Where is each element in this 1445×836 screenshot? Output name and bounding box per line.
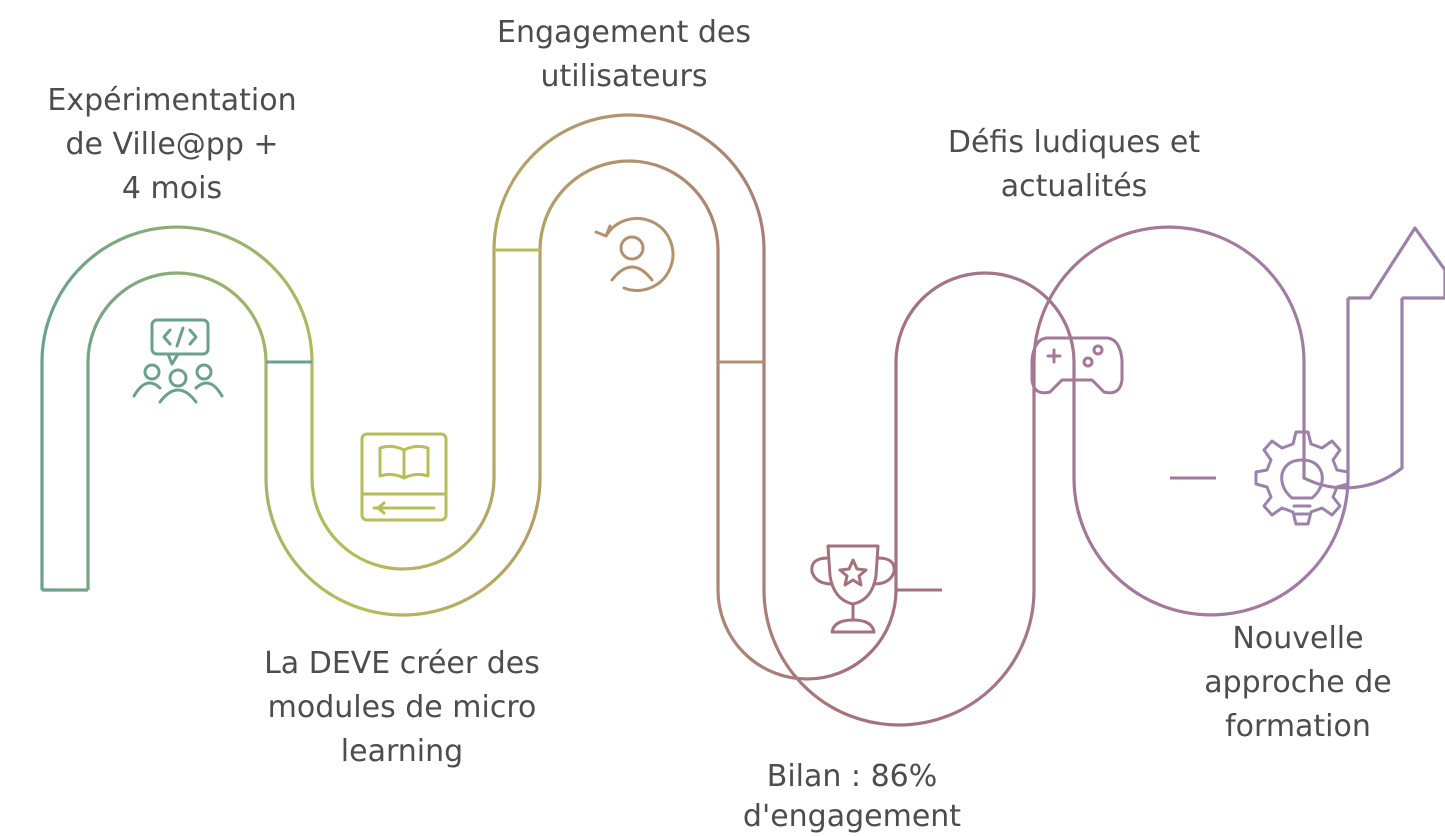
step-label-4-line-2: d'engagement (743, 799, 961, 834)
step-label-2-line-3: learning (341, 734, 463, 769)
user-refresh-icon (594, 216, 675, 292)
road-outer-edge (40, 113, 1404, 727)
road (40, 113, 1445, 727)
lightbulb-gear-icon (1254, 430, 1350, 526)
step-label-6-line-1: Nouvelle (1232, 621, 1363, 656)
step-label-2-line-1: La DEVE créer des (264, 646, 540, 681)
step-label-4-line-1: Bilan : 86% (767, 759, 938, 794)
road-arrow-head (1348, 226, 1445, 300)
step-label-6: Nouvelle approche de formation (1204, 621, 1392, 744)
step-label-1-line-2: de Ville@pp + (65, 127, 278, 162)
step-label-1-line-3: 4 mois (122, 171, 222, 206)
step-label-5: Défis ludiques et actualités (948, 125, 1200, 204)
gamepad-icon (1030, 336, 1124, 395)
step-label-5-line-1: Défis ludiques et (948, 125, 1200, 160)
step-label-3-line-2: utilisateurs (541, 59, 708, 94)
step-label-2-line-2: modules de micro (268, 690, 537, 725)
trophy-icon (810, 544, 896, 634)
step-label-2: La DEVE créer des modules de micro learn… (264, 646, 540, 769)
step-label-4: Bilan : 86% d'engagement (743, 759, 961, 834)
step-label-6-line-3: formation (1225, 709, 1371, 744)
step-label-3-line-1: Engagement des (497, 15, 751, 50)
ebook-icon (360, 432, 448, 522)
step-label-3: Engagement des utilisateurs (497, 15, 751, 94)
step-label-5-line-2: actualités (1001, 169, 1148, 204)
road-inner-edge (86, 159, 1350, 681)
step-label-1: Expérimentation de Ville@pp + 4 mois (47, 83, 296, 206)
step-separators (266, 248, 1216, 592)
step-label-6-line-2: approche de (1204, 665, 1392, 700)
code-community-icon (132, 318, 224, 404)
step-label-1-line-1: Expérimentation (47, 83, 296, 118)
